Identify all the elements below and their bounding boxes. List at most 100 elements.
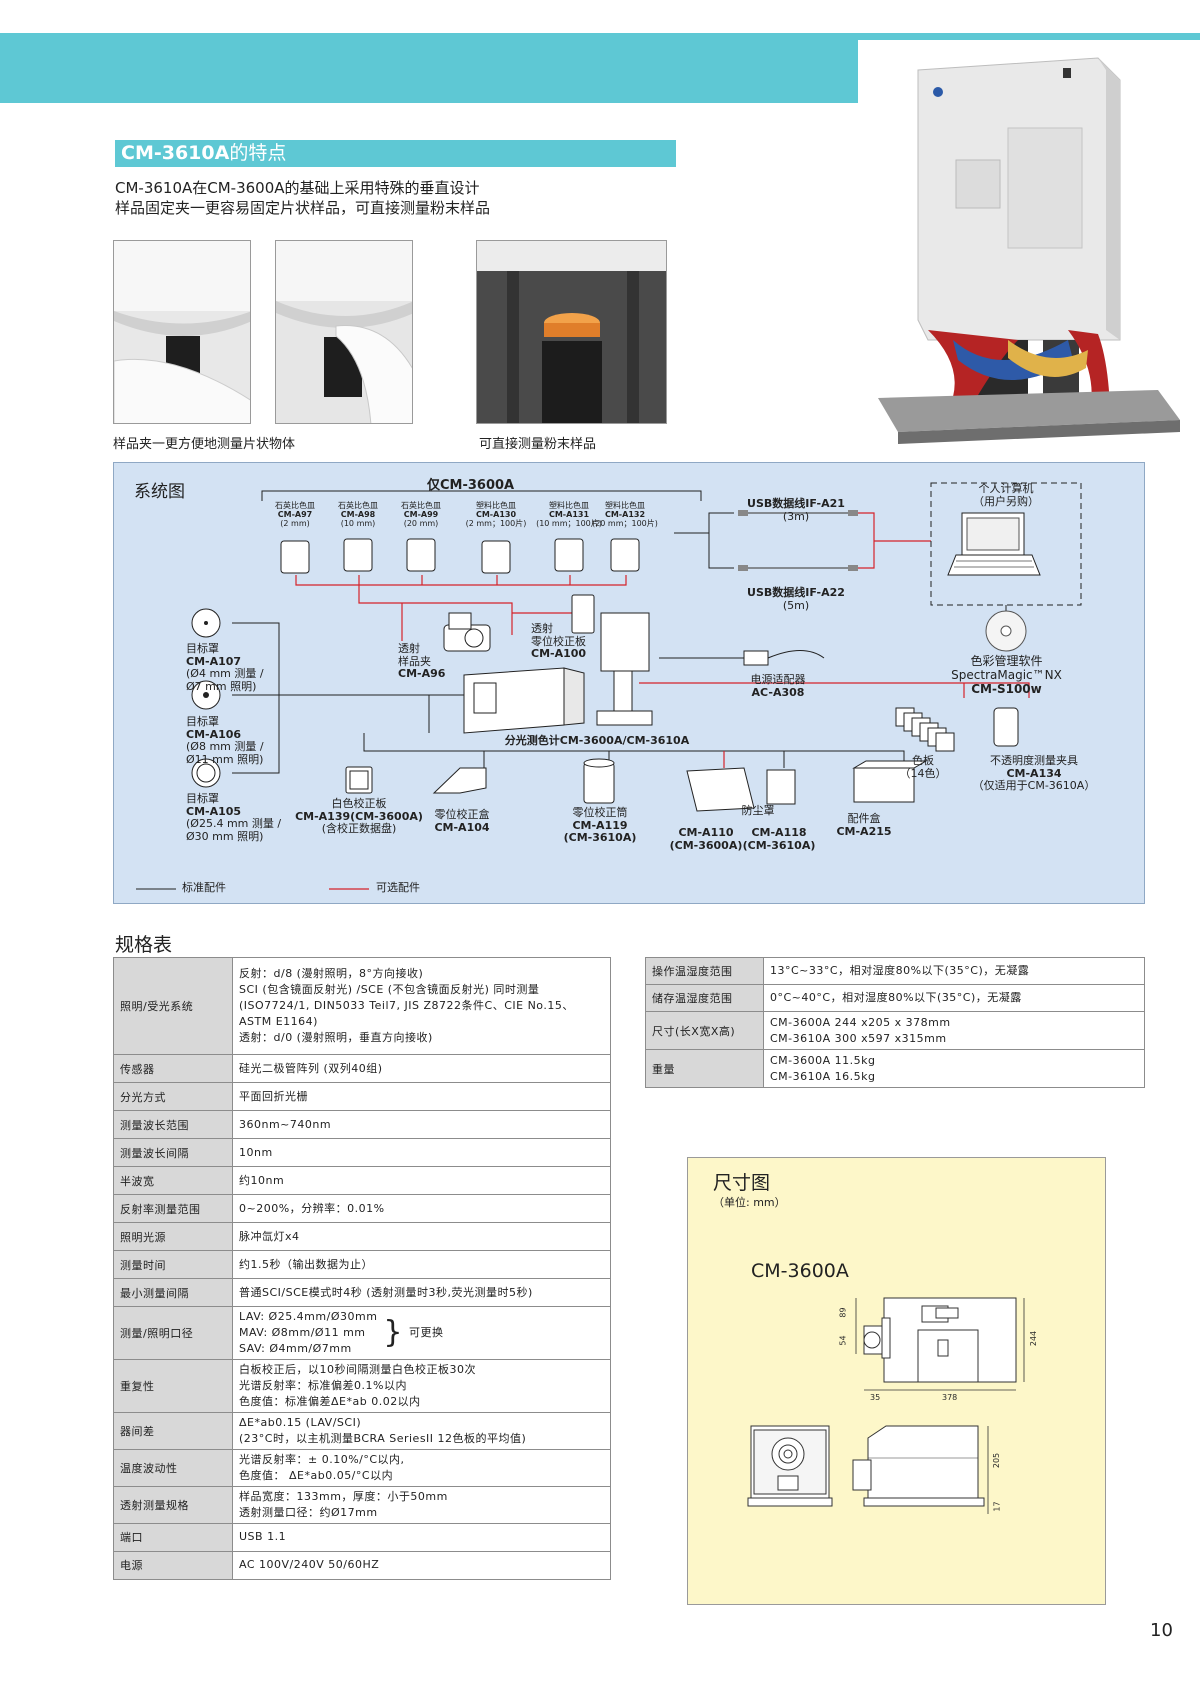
dust-cover-a118: CM-A118(CM-3610A) [742, 826, 816, 852]
spec-value: 0°C~40°C，相对湿度80%以下(35°C)，无凝露 [763, 984, 1145, 1012]
spec-value: 约10nm [232, 1166, 611, 1195]
spec-row: 半波宽约10nm [113, 1166, 611, 1195]
spec-row: 传感器硅光二极管阵列 (双列40组) [113, 1054, 611, 1083]
dimension-drawing-panel: 尺寸图 （单位: mm） CM-3600A 89 54 244 [687, 1157, 1106, 1605]
spec-value: 反射：d/8 (漫射照明，8°方向接收) SCI (包含镜面反射光) /SCE … [232, 957, 611, 1055]
dim-54: 54 [838, 1335, 848, 1346]
spec-row: 重复性白板校正后，以10秒间隔测量白色校正板30次 光谱反射率：标准偏差0.1%… [113, 1358, 611, 1413]
dim-35: 35 [870, 1393, 881, 1402]
feature-heading-suffix: 的特点 [229, 142, 287, 164]
spec-row: 分光方式平面回折光栅 [113, 1082, 611, 1111]
spec-key: 电源 [113, 1550, 233, 1580]
product-photo-cm3610a [858, 40, 1200, 455]
spec-row: 照明光源脉冲氙灯x4 [113, 1222, 611, 1251]
spec-title: 规格表 [115, 934, 173, 956]
spec-key: 端口 [113, 1522, 233, 1552]
feature-heading-model: CM-3610A [121, 142, 230, 164]
photo-sample-clip-2 [275, 240, 413, 424]
photo-sample-clip-1 [113, 240, 251, 424]
spec-value: 白板校正后，以10秒间隔测量白色校正板30次 光谱反射率：标准偏差0.1%以内 … [232, 1358, 611, 1413]
system-diagram-lines [136, 482, 1082, 890]
spec-value-text: LAV: Ø25.4mm/Ø30mm MAV: Ø8mm/Ø11 mm SAV:… [239, 1310, 378, 1355]
instrument-label: 分光测色计CM-3600A/CM-3610A [504, 734, 690, 747]
spec-key: 照明光源 [113, 1222, 233, 1251]
spec-key: 分光方式 [113, 1082, 233, 1111]
spec-key: 反射率测量范围 [113, 1194, 233, 1223]
spec-row: 最小测量间隔普通SCI/SCE模式时4秒 (透射测量时3秒,荧光测量时5秒) [113, 1278, 611, 1307]
color-tiles: 色板（14色） [899, 754, 947, 780]
spec-key: 透射测量规格 [113, 1485, 233, 1524]
spec-row: 尺寸(长X宽X高)CM-3600A 244 x205 x 378mm CM-36… [645, 1011, 1145, 1050]
caption-sample-clip: 样品夹一更方便地测量片状物体 [113, 437, 296, 452]
spec-value: 脉冲氙灯x4 [232, 1222, 611, 1251]
dim-205: 205 [992, 1452, 1002, 1469]
spec-key: 测量波长间隔 [113, 1138, 233, 1167]
spec-key: 重量 [645, 1049, 764, 1088]
spec-key: 测量/照明口径 [113, 1306, 233, 1360]
spec-value: ΔE*ab0.15 (LAV/SCI) (23°C时，以主机测量BCRA Ser… [232, 1411, 611, 1450]
feature-line-2: 样品固定夹一更容易固定片状样品，可直接测量粉末样品 [115, 199, 491, 217]
dim-17: 17 [992, 1501, 1002, 1512]
spec-value: CM-3600A 244 x205 x 378mm CM-3610A 300 x… [763, 1011, 1145, 1050]
dim-378: 378 [942, 1393, 958, 1402]
dim-89: 89 [838, 1307, 848, 1318]
spec-value: LAV: Ø25.4mm/Ø30mm MAV: Ø8mm/Ø11 mm SAV:… [232, 1306, 611, 1360]
usb-cable-a22: USB数据线IF-A22(5m) [747, 586, 845, 612]
spec-key: 测量时间 [113, 1250, 233, 1279]
dust-cover-label: 防尘罩 [741, 804, 775, 817]
dust-cover-a110: CM-A110(CM-3600A) [669, 826, 743, 852]
spec-value: 0~200%，分辨率：0.01% [232, 1194, 611, 1223]
spec-key: 传感器 [113, 1054, 233, 1083]
spec-key: 重复性 [113, 1358, 233, 1413]
spec-row: 透射测量规格样品宽度：133mm，厚度：小于50mm 透射测量口径：约Ø17mm [113, 1485, 611, 1524]
spec-value: 360nm~740nm [232, 1110, 611, 1139]
spec-key: 器间差 [113, 1411, 233, 1450]
pc-label: 个人计算机（用户另购） [973, 482, 1039, 508]
legend-standard: 标准配件 [182, 881, 226, 894]
spec-value: 硅光二极管阵列 (双列40组) [232, 1054, 611, 1083]
dimension-title: 尺寸图 [713, 1172, 771, 1194]
spec-key: 测量波长范围 [113, 1110, 233, 1139]
system-title: 系统图 [134, 482, 185, 502]
dim-244: 244 [1029, 1330, 1039, 1347]
dimension-drawings [747, 1297, 1025, 1514]
spec-value: CM-3600A 11.5kg CM-3610A 16.5kg [763, 1049, 1145, 1088]
spec-value: 平面回折光栅 [232, 1082, 611, 1111]
spec-value: USB 1.1 [232, 1522, 611, 1552]
brace-icon: } [383, 1315, 403, 1351]
spec-key: 尺寸(长X宽X高) [645, 1011, 764, 1050]
feature-line-1: CM-3610A在CM-3600A的基础上采用特殊的垂直设计 [115, 179, 480, 197]
usb-cable-a21: USB数据线IF-A21(3m) [747, 497, 845, 523]
spec-row: 测量时间约1.5秒（输出数据为止） [113, 1250, 611, 1279]
dimension-model: CM-3600A [751, 1260, 849, 1282]
spec-value-note: 可更换 [409, 1325, 444, 1339]
spec-value: 普通SCI/SCE模式时4秒 (透射测量时3秒,荧光测量时5秒) [232, 1278, 611, 1307]
spec-table-main: 照明/受光系统反射：d/8 (漫射照明，8°方向接收) SCI (包含镜面反射光… [113, 957, 611, 1580]
page-number: 10 [1150, 1620, 1173, 1641]
